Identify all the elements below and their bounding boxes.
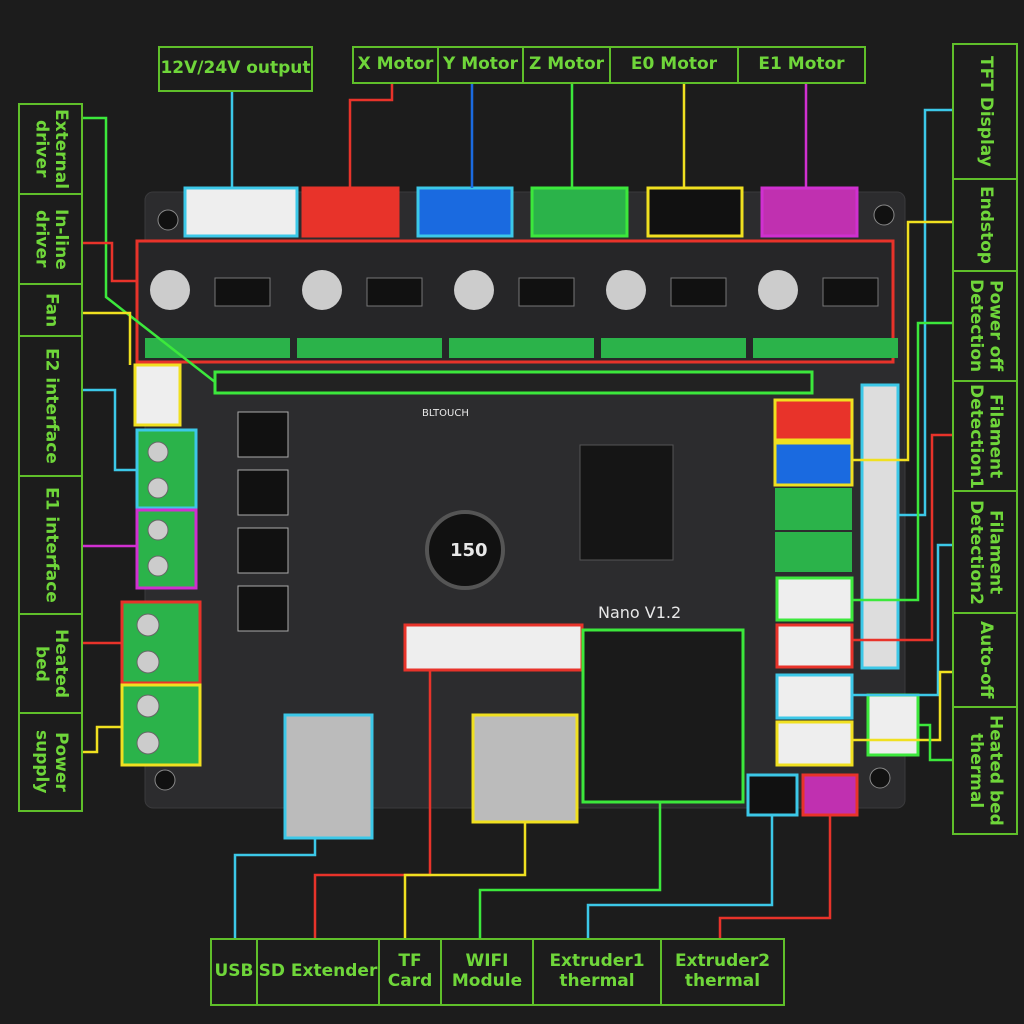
x-motor-connector [301,186,400,238]
bltouch-label: BLTOUCH [422,408,469,419]
extruder1-thermal-connector [746,773,799,817]
mcu-chip [579,444,674,561]
y-motor-connector [416,186,514,238]
label-y-motor: Y Motor [437,46,524,84]
label-sd-extender: SD Extender [256,938,380,1006]
label-tf-card: TF Card [378,938,442,1006]
label-wifi-module: WIFI Module [440,938,534,1006]
label-x-motor: X Motor [352,46,439,84]
z-motor-connector [530,186,629,238]
label-z-motor: Z Motor [522,46,611,84]
label-endstop: Endstop [952,178,1018,272]
e1-motor-connector [760,186,859,238]
sd-extender-header [403,623,584,672]
heated-bed-thermal-connector [866,693,920,757]
endstop-green-1 [775,488,852,530]
auto-off-connector [775,720,854,767]
label-heated-bed: Heated bed [18,613,83,714]
label-e2-interface: E2 interface [18,335,83,477]
driver-modules [145,270,898,358]
label-fan: Fan [18,283,83,337]
driver-terminal [449,338,594,358]
endstop-green-2 [775,532,852,572]
label-filament-detection2: Filament Detection2 [952,490,1018,614]
label-filament-detection1: Filament Detection1 [952,380,1018,492]
label-power-supply: Power supply [18,712,83,812]
label-e0-motor: E0 Motor [609,46,739,84]
power-off-detection-connector [775,576,854,622]
mount-hole [873,204,895,226]
extruder2-thermal-connector [801,773,859,817]
jumper-block [366,277,423,307]
power-supply-terminal [120,683,202,767]
wifi-module-area [581,628,745,804]
mount-hole [154,769,176,791]
filament-detection2-connector [775,673,854,720]
inductor-label: 150 [450,540,488,561]
usb-port [283,713,374,840]
heated-bed-terminal [120,600,202,685]
capacitor [150,270,190,310]
power-output-connector [183,186,299,238]
label-power-off-detection: Power off Detection [952,270,1018,382]
label-usb: USB [210,938,258,1006]
tft-ribbon-connector [860,383,900,670]
e1-terminal [135,508,198,590]
inductor [425,510,505,590]
label-tft-display: TFT Display [952,43,1018,180]
label-e1-motor: E1 Motor [737,46,866,84]
capacitor [758,270,798,310]
label-auto-off: Auto-off [952,612,1018,708]
header-strip [213,370,814,395]
driver-terminal [145,338,290,358]
label-e1-interface: E1 interface [18,475,83,615]
endstop-blue [773,441,854,487]
label-external-driver: External driver [18,103,83,195]
label-power-output: 12V/24V output [158,46,313,92]
mount-hole [157,209,179,231]
jumper-block [670,277,727,307]
capacitor [302,270,342,310]
endstop-red [773,398,854,442]
e0-motor-connector [646,186,744,238]
e2-terminal [135,428,198,510]
capacitor [606,270,646,310]
label-inline-driver: In-line driver [18,193,83,285]
capacitor [454,270,494,310]
board-model-label: Nano V1.2 [598,603,682,622]
label-heated-bed-thermal: Heated bed thermal [952,706,1018,835]
fan-connector [133,363,182,427]
label-extruder1-thermal: Extruder1 thermal [532,938,662,1006]
tf-card-slot [471,713,579,824]
driver-terminal [753,338,898,358]
jumper-block [822,277,879,307]
label-extruder2-thermal: Extruder2 thermal [660,938,785,1006]
mount-hole [869,767,891,789]
jumper-block [518,277,575,307]
jumper-block [214,277,271,307]
driver-terminal [297,338,442,358]
driver-terminal [601,338,746,358]
filament-detection1-connector [775,623,854,669]
